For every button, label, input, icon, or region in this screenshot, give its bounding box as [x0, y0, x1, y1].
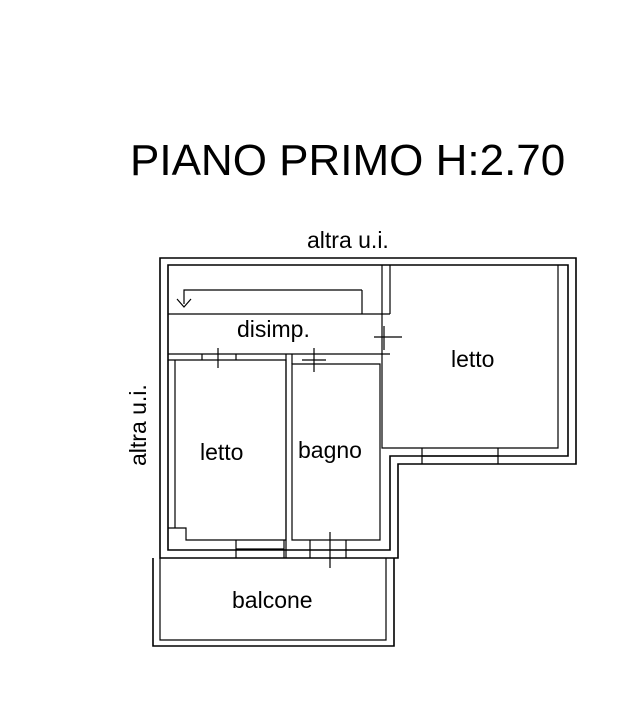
room-label-bagno: bagno [298, 437, 362, 463]
balcony [152, 558, 395, 647]
outer-walls [159, 257, 577, 559]
plan-title: PIANO PRIMO H:2.70 [130, 136, 565, 185]
room-label-disimp: disimp. [237, 316, 310, 342]
room-bagno [285, 348, 381, 568]
label-west-neighbour: altra u.i. [125, 384, 151, 466]
room-label-balcone: balcone [232, 587, 313, 613]
room-letto-right [381, 265, 559, 464]
label-north-neighbour: altra u.i. [307, 227, 389, 253]
room-label-letto-right: letto [451, 346, 494, 372]
corridor [168, 289, 402, 355]
room-letto-left [168, 348, 287, 558]
room-label-letto-left: letto [200, 439, 243, 465]
